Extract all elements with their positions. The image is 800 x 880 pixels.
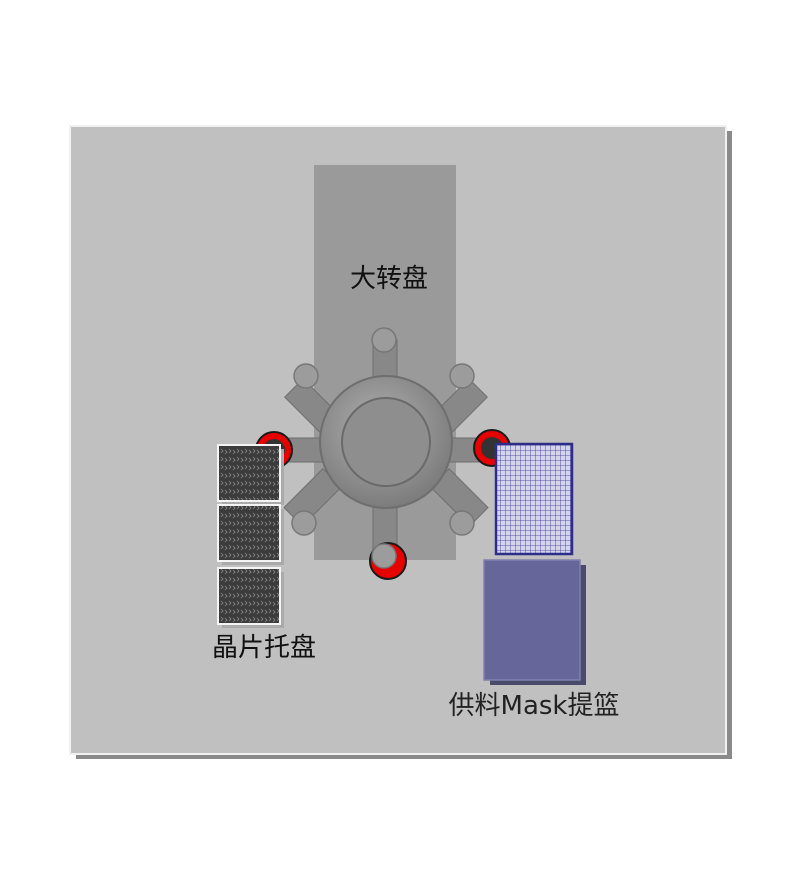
wafer-tray-1 [217, 444, 281, 502]
cap-bottom [371, 543, 397, 569]
mask-basket-label: 供料Mask提篮 [449, 691, 620, 721]
cap-bottom-left [291, 510, 317, 536]
wafer-tray-label: 晶片托盘 [212, 633, 316, 663]
turntable-hub-center [341, 397, 431, 487]
mask-basket-grid [494, 442, 574, 556]
arm-caps [291, 327, 475, 536]
cap-top-right [449, 363, 475, 389]
cap-bottom-right [449, 510, 475, 536]
cap-top-left [293, 363, 319, 389]
mask-basket-block [483, 559, 581, 681]
wafer-tray-stack [217, 444, 284, 628]
turntable-label: 大转盘 [350, 264, 428, 294]
wafer-tray-3 [217, 567, 281, 625]
cap-top [371, 327, 397, 353]
wafer-tray-2 [217, 504, 281, 562]
